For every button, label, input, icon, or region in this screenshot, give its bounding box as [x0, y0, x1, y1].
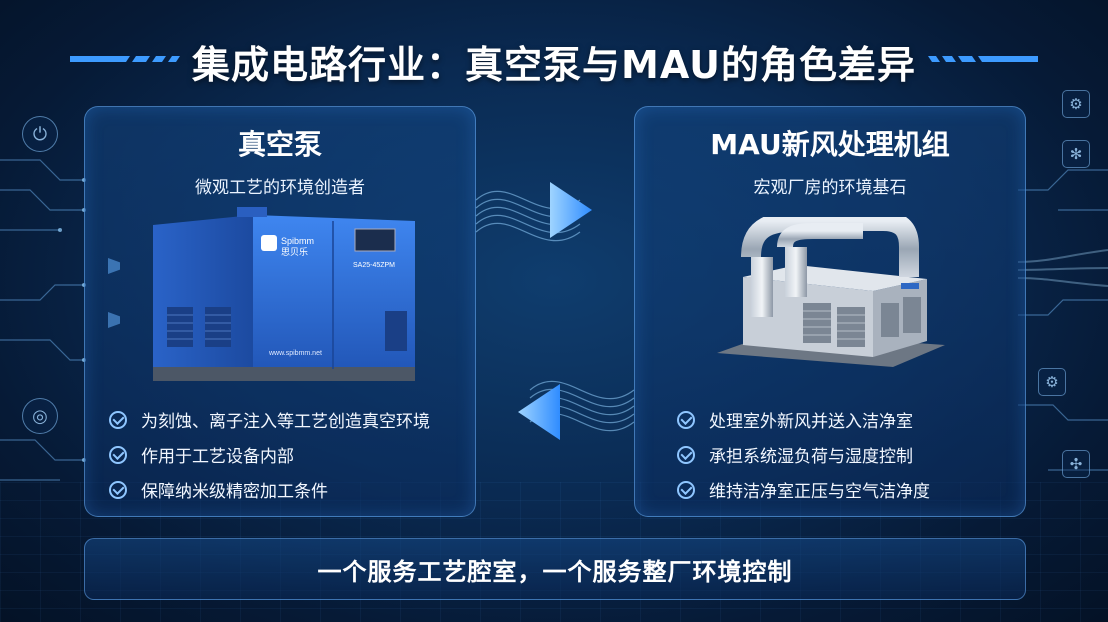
- mau-panel: MAU新风处理机组 宏观厂房的环境基石 处理室外新风并送入洁净室: [634, 106, 1026, 517]
- chip-icon: ◎: [22, 398, 58, 434]
- feature-text: 处理室外新风并送入洁净室: [709, 412, 913, 432]
- list-item: 维持洁净室正压与空气洁净度: [677, 472, 930, 507]
- list-item: 保障纳米级精密加工条件: [109, 472, 430, 507]
- list-item: 处理室外新风并送入洁净室: [677, 402, 930, 437]
- mau-unit-image: [717, 217, 945, 367]
- panel-heading: 真空泵: [237, 128, 322, 161]
- left-arrow-icon: [518, 384, 560, 440]
- fan-icon: ✻: [1062, 140, 1090, 168]
- gear-icon: ⚙: [1038, 368, 1066, 396]
- feature-text: 维持洁净室正压与空气洁净度: [709, 482, 930, 502]
- pump-model-label: SA25-45ZPM: [353, 262, 395, 269]
- power-icon: ⏻: [22, 116, 58, 152]
- panel-subtitle: 宏观厂房的环境基石: [753, 178, 907, 198]
- vacuum-pump-image: Spibmm 思贝乐 SA25-45ZPM www.spibmm.net: [153, 207, 415, 381]
- summary-banner: 一个服务工艺腔室，一个服务整厂环境控制: [84, 538, 1026, 600]
- vacuum-pump-feature-list: 为刻蚀、离子注入等工艺创造真空环境 作用于工艺设备内部 保障纳米级精密加工条件: [109, 402, 430, 507]
- mau-feature-list: 处理室外新风并送入洁净室 承担系统湿负荷与湿度控制 维持洁净室正压与空气洁净度: [677, 402, 930, 507]
- gear-icon: ⚙: [1062, 90, 1090, 118]
- list-item: 作用于工艺设备内部: [109, 437, 430, 472]
- vacuum-pump-panel: 真空泵 微观工艺的环境创造者 Spibmm 思贝乐 SA25-45ZPM: [84, 106, 476, 517]
- feature-text: 作用于工艺设备内部: [141, 447, 294, 467]
- title-left-decoration: [70, 56, 180, 62]
- brand-chinese-label: 思贝乐: [281, 246, 308, 258]
- check-icon: [109, 480, 127, 499]
- center-flow-decoration: [475, 182, 635, 440]
- summary-text: 一个服务工艺腔室，一个服务整厂环境控制: [317, 557, 793, 586]
- title-right-decoration: [928, 56, 1038, 62]
- fan-icon: ✣: [1062, 450, 1090, 478]
- panel-subtitle: 微观工艺的环境创造者: [195, 178, 365, 198]
- check-icon: [109, 445, 127, 464]
- feature-text: 为刻蚀、离子注入等工艺创造真空环境: [141, 412, 430, 432]
- pump-website-label: www.spibmm.net: [268, 350, 322, 357]
- check-icon: [677, 410, 695, 429]
- panel-heading: MAU新风处理机组: [710, 128, 950, 161]
- check-icon: [677, 445, 695, 464]
- check-icon: [677, 480, 695, 499]
- check-icon: [109, 410, 127, 429]
- list-item: 承担系统湿负荷与湿度控制: [677, 437, 930, 472]
- feature-text: 承担系统湿负荷与湿度控制: [709, 447, 913, 467]
- list-item: 为刻蚀、离子注入等工艺创造真空环境: [109, 402, 430, 437]
- feature-text: 保障纳米级精密加工条件: [141, 482, 328, 502]
- right-arrow-icon: [550, 182, 592, 238]
- brand-english-label: Spibmm: [281, 236, 314, 246]
- page-title: 集成电路行业：真空泵与MAU的角色差异: [192, 43, 916, 87]
